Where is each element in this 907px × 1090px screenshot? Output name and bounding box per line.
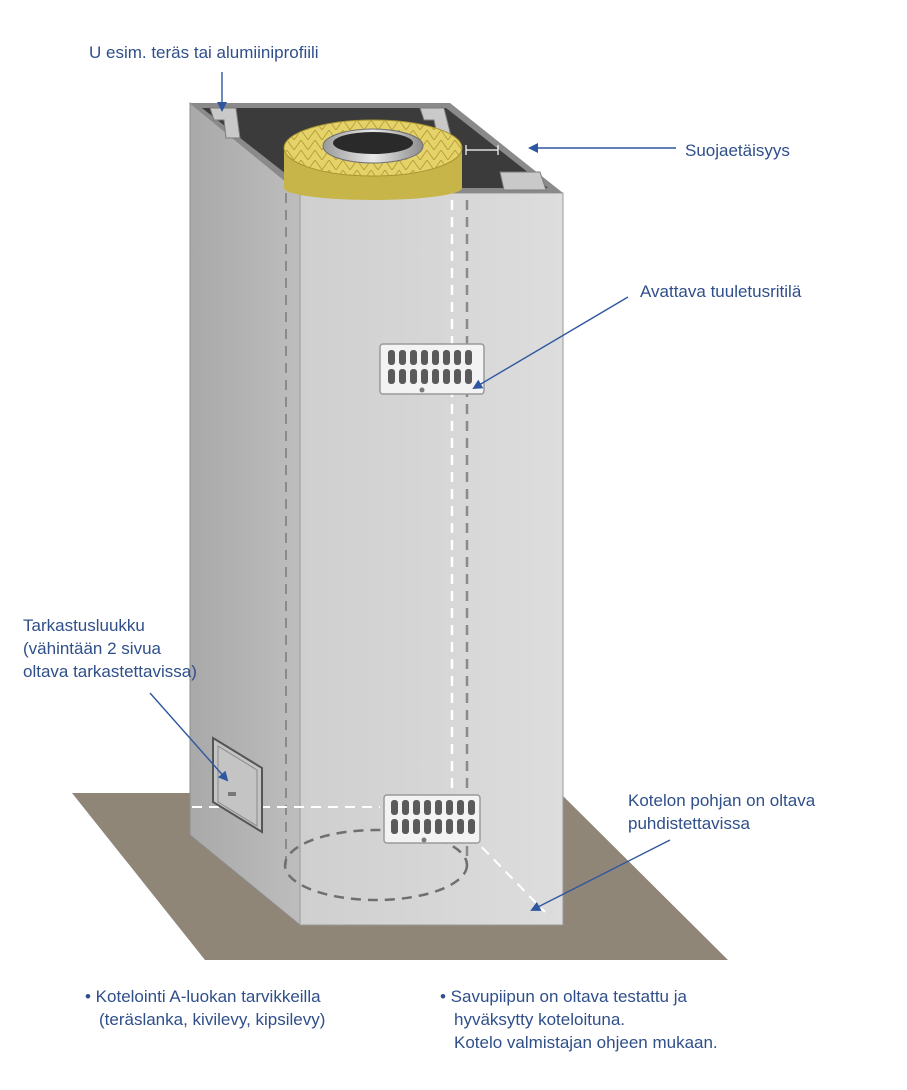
note-testing: • Savupiipun on oltava testattu ja hyväk… [440, 985, 718, 1054]
label-vent-grille: Avattava tuuletusritilä [640, 282, 802, 301]
hatch-line-3: oltava tarkastettavissa) [23, 662, 197, 681]
arrow-bottom [530, 839, 671, 911]
vent-grille-lower [383, 794, 481, 844]
label-cleanable-bottom: Kotelon pohjan on oltava puhdistettaviss… [628, 789, 815, 835]
arrow-hatch [149, 692, 229, 782]
label-inspection-hatch: Tarkastusluukku (vähintään 2 sivua oltav… [23, 614, 197, 683]
inspection-hatch [212, 736, 263, 834]
chimney-pipe-top [283, 119, 463, 200]
vent-grille-upper [379, 343, 485, 395]
note-materials-line-2: (teräslanka, kivilevy, kipsilevy) [99, 1010, 326, 1029]
note-testing-line-1: • Savupiipun on oltava testattu ja [440, 987, 687, 1006]
arrow-vent [472, 296, 629, 390]
label-u-profile: U esim. teräs tai alumiiniprofiili [89, 43, 319, 62]
label-clearance: Suojaetäisyys [685, 141, 790, 160]
hatch-line-1: Tarkastusluukku [23, 616, 145, 635]
note-testing-line-3: Kotelo valmistajan ohjeen mukaan. [454, 1033, 718, 1052]
bottom-line-1: Kotelon pohjan on oltava [628, 791, 816, 810]
note-materials: • Kotelointi A-luokan tarvikkeilla (terä… [85, 985, 325, 1031]
clearance-marker [465, 145, 499, 155]
hatch-line-2: (vähintään 2 sivua [23, 639, 161, 658]
note-testing-line-2: hyväksytty koteloituna. [454, 1010, 626, 1029]
note-materials-line-1: • Kotelointi A-luokan tarvikkeilla [85, 987, 321, 1006]
callout-arrows [149, 72, 676, 911]
hidden-pipe-outline [192, 193, 546, 913]
bottom-line-2: puhdistettavissa [628, 814, 750, 833]
